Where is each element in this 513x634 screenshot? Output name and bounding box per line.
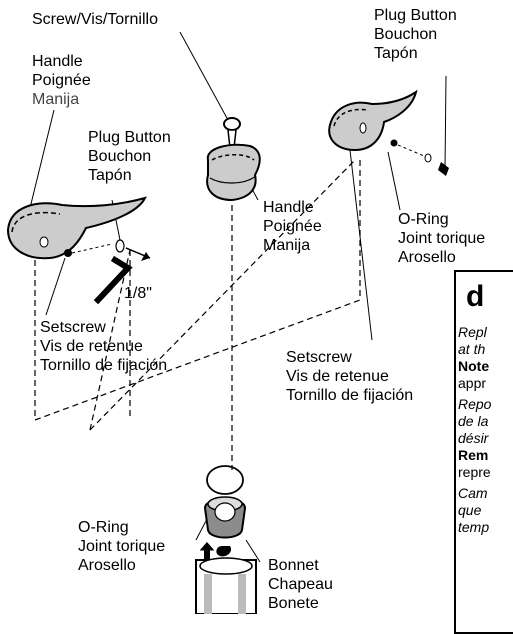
oring-bottom-label: O-Ring Joint torique Arosello <box>78 519 166 574</box>
step-line: Rem <box>458 447 489 463</box>
handle-left-label: Handle Poignée Manija <box>32 53 91 108</box>
wrench-size-label: 1/8" <box>124 285 152 302</box>
setscrew-left-label: Setscrew Vis de retenue Tornillo de fija… <box>40 319 168 374</box>
step-line: que <box>458 502 482 518</box>
plug-button-left-label: Plug Button Bouchon Tapón <box>88 129 171 184</box>
step-line: Cam <box>458 485 488 501</box>
step-line: de la <box>458 413 489 429</box>
exploded-diagram: Screw/Vis/Tornillo Plug Button Bouchon T… <box>6 7 513 634</box>
handle-center-shape <box>206 117 261 202</box>
step-line: repre <box>458 464 491 480</box>
step-line: Repl <box>458 324 487 340</box>
handle-center-label: Handle Poignée Manija <box>263 199 322 254</box>
hex-wrench-icon <box>93 255 133 305</box>
setscrew-center-label: Setscrew Vis de retenue Tornillo de fija… <box>286 349 414 404</box>
handle-right-shape <box>328 89 449 176</box>
step-line: Note <box>458 358 490 374</box>
step-instructions-box: d Repl at th Note appr Repo de la désir … <box>454 270 513 634</box>
step-line: temp <box>458 519 490 535</box>
oring-right-label: O-Ring Joint torique Arosello <box>398 211 486 266</box>
handle-left-shape <box>6 196 147 260</box>
diagram-drawing <box>6 31 449 614</box>
step-letter: d <box>466 280 485 313</box>
step-line: désir <box>458 430 489 446</box>
oring-bottom-shape <box>206 465 244 495</box>
plug-button-top-label: Plug Button Bouchon Tapón <box>374 7 457 62</box>
bonnet-label: Bonnet Chapeau Bonete <box>268 557 333 612</box>
screw-label: Screw/Vis/Tornillo <box>32 11 158 28</box>
bonnet-shape <box>199 496 247 560</box>
step-line: Repo <box>458 396 492 412</box>
cartridge-shape <box>195 546 257 614</box>
step-line: appr <box>458 375 487 391</box>
step-line: at th <box>458 341 486 357</box>
